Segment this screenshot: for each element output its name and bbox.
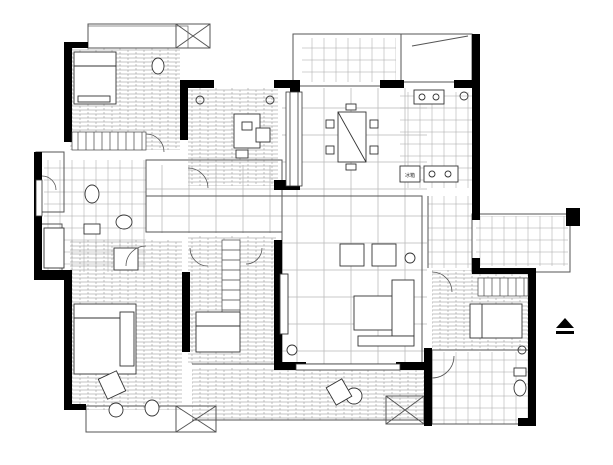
coffee-table bbox=[353, 295, 395, 331]
bathtub bbox=[43, 227, 65, 269]
basin-left bbox=[115, 214, 133, 230]
windows bbox=[35, 91, 401, 371]
tv-cabinet bbox=[279, 273, 289, 335]
balcony-floor-right bbox=[476, 216, 568, 266]
toilet-left bbox=[84, 184, 100, 204]
kitchen-sink bbox=[413, 89, 445, 105]
toilet-top-left bbox=[151, 57, 165, 75]
balcony-floor-top-left bbox=[87, 25, 189, 49]
bed-top-left bbox=[73, 51, 117, 105]
sofa bbox=[391, 279, 415, 337]
door-swings bbox=[41, 133, 455, 379]
entrance-arrow-icon bbox=[556, 318, 574, 334]
toilet-right bbox=[513, 379, 527, 397]
sofa-chair-right bbox=[371, 243, 397, 267]
sofa-chair-left bbox=[339, 243, 365, 267]
corridor-floor bbox=[146, 165, 282, 233]
shelving bbox=[71, 131, 529, 319]
balcony-floor-top bbox=[302, 38, 396, 82]
stove bbox=[423, 165, 459, 183]
furniture bbox=[43, 51, 527, 418]
refrigerator bbox=[399, 165, 421, 183]
bed-right bbox=[469, 303, 523, 339]
balcony-floor-bottom bbox=[192, 368, 424, 420]
side-floor-right bbox=[428, 196, 472, 268]
bed-bottom-mid bbox=[195, 311, 241, 353]
kitchen-appliance-label: 冰箱 bbox=[405, 172, 415, 179]
